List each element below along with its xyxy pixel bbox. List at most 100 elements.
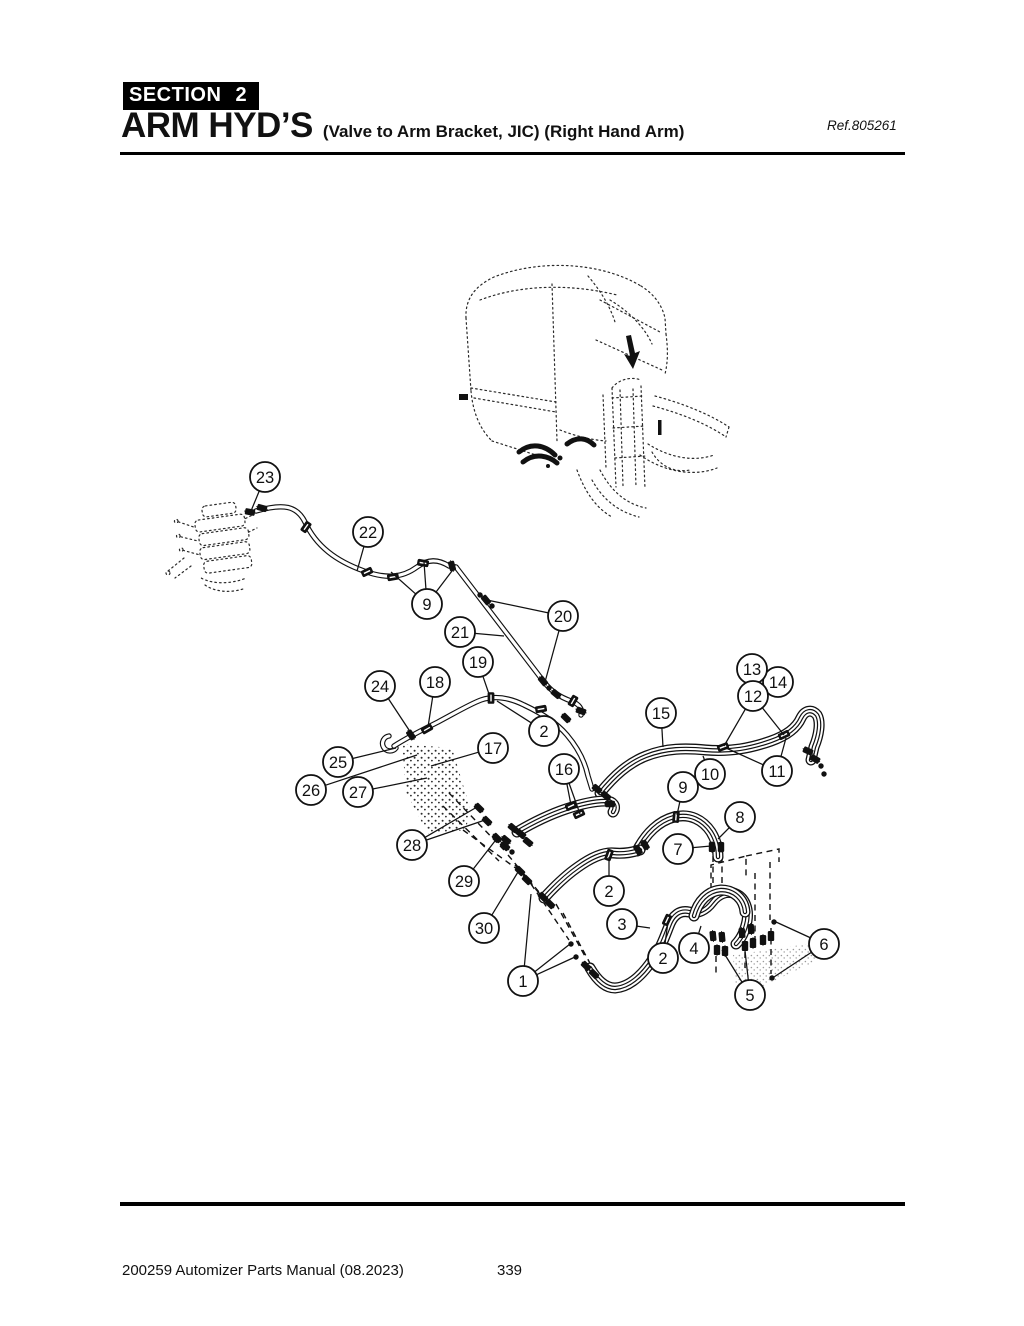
- jic-fitting: [473, 802, 485, 814]
- jic-fitting: [537, 675, 549, 687]
- callout-balloon: [737, 680, 769, 712]
- callout-number: 6: [819, 936, 828, 954]
- leader-line: [636, 925, 651, 929]
- jic-fitting: [633, 844, 643, 856]
- callout-number: 2: [604, 883, 613, 901]
- hose-ball-fitting: [821, 771, 827, 777]
- callout-balloon: [364, 670, 396, 702]
- callout-balloon: [444, 616, 476, 648]
- callout-21: 21: [444, 616, 505, 648]
- leader-line: [721, 949, 743, 983]
- callout-balloon: [762, 666, 794, 698]
- leader-line: [325, 754, 418, 786]
- leader-line: [424, 806, 478, 838]
- section-label: SECTION 2: [123, 82, 260, 110]
- callout-number: 9: [678, 779, 687, 797]
- hose-clamp: [564, 800, 578, 812]
- hose-clamp: [572, 808, 586, 820]
- callout-2: 2: [496, 700, 560, 747]
- callout-balloon: [411, 588, 443, 620]
- callout-number: 2: [539, 723, 548, 741]
- leader-line: [536, 956, 576, 976]
- leader-line: [491, 871, 519, 916]
- jic-fitting: [802, 746, 814, 756]
- callout-balloon: [724, 801, 756, 833]
- callout-4: 4: [678, 925, 710, 964]
- callout-number: 19: [469, 654, 487, 672]
- callout-number: 10: [701, 766, 719, 784]
- jic-fitting: [809, 754, 821, 764]
- jic-fitting: [580, 960, 592, 972]
- leader-line: [568, 782, 581, 815]
- hose-clamp: [416, 558, 430, 568]
- callout-12: 12: [723, 680, 785, 747]
- callout-balloon: [396, 829, 428, 861]
- jic-fitting: [499, 840, 511, 852]
- jic-fitting: [718, 931, 726, 943]
- jic-fitting: [738, 927, 746, 939]
- callout-8: 8: [717, 801, 756, 840]
- fittings-layer: [244, 503, 827, 981]
- hose-ball-fitting: [489, 603, 495, 609]
- callout-number: 26: [302, 782, 320, 800]
- leader-line: [661, 727, 664, 748]
- callout-14: 14: [762, 666, 794, 698]
- hose-ball-fitting: [509, 849, 515, 855]
- leader-line: [743, 941, 749, 981]
- callout-number: 4: [689, 940, 698, 958]
- jic-fitting: [713, 944, 721, 956]
- callout-23: 23: [249, 461, 281, 512]
- callout-number: 29: [455, 873, 473, 891]
- jic-fitting: [480, 594, 492, 606]
- jic-fitting: [522, 836, 534, 848]
- leader-line: [356, 546, 365, 572]
- hose-clamp: [360, 566, 374, 578]
- leader-line: [435, 566, 456, 593]
- callout-17: 17: [430, 732, 509, 767]
- leader-line: [773, 951, 812, 978]
- callout-number: 7: [673, 841, 682, 859]
- callout-balloon: [507, 965, 539, 997]
- jic-fitting: [640, 839, 650, 851]
- hose-ball-fitting: [546, 685, 552, 691]
- page-number: 339: [497, 1262, 523, 1279]
- callout-30: 30: [468, 871, 519, 944]
- jic-fitting: [591, 783, 603, 795]
- callout-10: 10: [694, 755, 726, 790]
- jic-fitting: [256, 503, 268, 513]
- callout-number: 5: [745, 987, 754, 1005]
- hose-ball-fitting: [477, 592, 483, 598]
- hose-clamp: [604, 848, 614, 862]
- callout-balloon: [667, 771, 699, 803]
- leader-line: [496, 700, 532, 724]
- jic-fitting: [708, 841, 716, 853]
- callout-number: 21: [451, 624, 469, 642]
- callout-2: 2: [647, 921, 679, 974]
- hose-ball-fitting: [818, 763, 824, 769]
- callout-number: 16: [555, 761, 573, 779]
- callout-5: 5: [721, 941, 766, 1011]
- callout-balloon: [342, 776, 374, 808]
- jic-fitting: [550, 688, 562, 700]
- hose-ball-fitting: [769, 975, 775, 981]
- callout-13: 13: [736, 653, 768, 685]
- callout-balloon: [694, 758, 726, 790]
- jic-fitting: [575, 706, 587, 716]
- machine-overview-drawing: [465, 264, 730, 518]
- callout-balloon: [468, 912, 500, 944]
- callout-11: 11: [725, 737, 793, 787]
- leader-line: [423, 561, 427, 590]
- callout-15: 15: [645, 697, 677, 748]
- page-title-row: ARM HYD’S (Valve to Arm Bracket, JIC) (R…: [121, 106, 684, 146]
- jic-fitting: [604, 800, 616, 808]
- leader-line: [387, 698, 412, 734]
- leader-line: [692, 845, 712, 849]
- leader-line: [780, 737, 787, 757]
- leader-line: [425, 819, 486, 841]
- callout-balloon: [593, 875, 625, 907]
- callout-24: 24: [364, 670, 412, 734]
- jic-fitting: [521, 874, 533, 886]
- jic-fitting: [767, 930, 775, 942]
- callout-balloon: [477, 732, 509, 764]
